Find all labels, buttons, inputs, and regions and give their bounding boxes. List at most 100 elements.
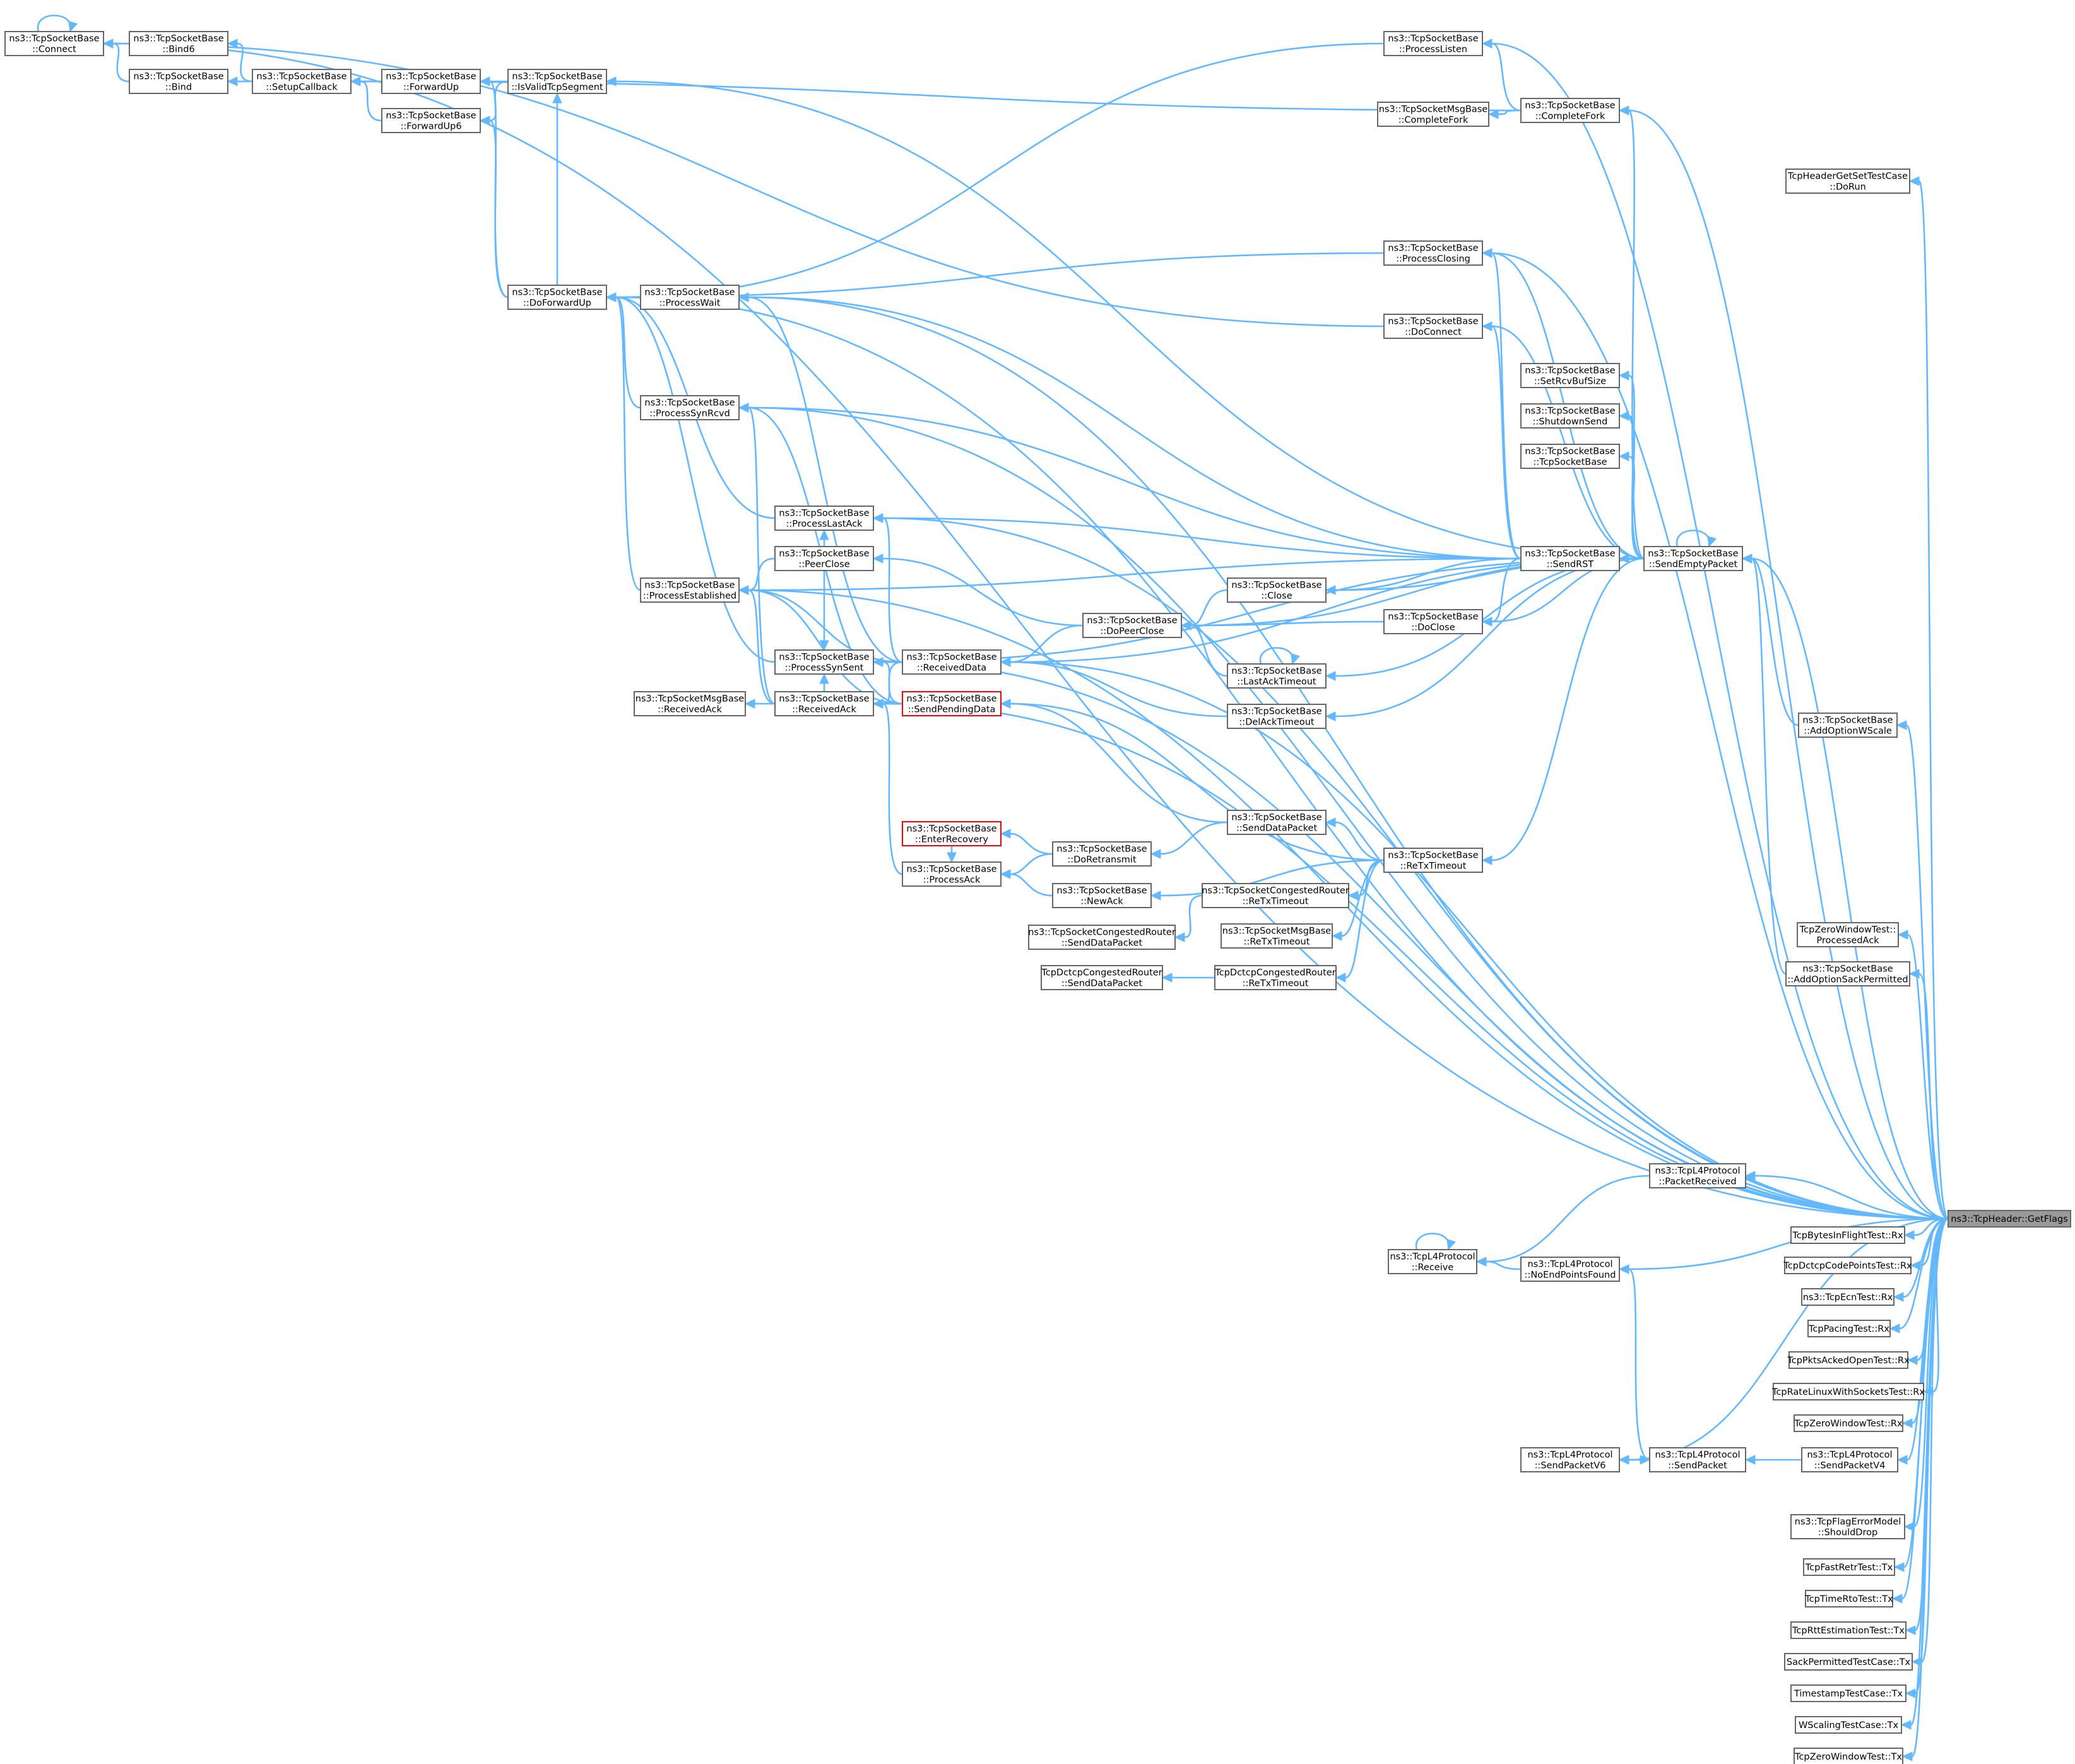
node-do-connect[interactable]: ns3::TcpSocketBase::DoConnect	[1383, 314, 1483, 339]
node-send-empty-packet[interactable]: ns3::TcpSocketBase::SendEmptyPacket	[1643, 546, 1743, 571]
node-new-ack[interactable]: ns3::TcpSocketBase::NewAck	[1052, 883, 1152, 908]
node-is-valid-tcp-segment[interactable]: ns3::TcpSocketBase::IsValidTcpSegment	[507, 69, 607, 94]
edge-retx_timeout-to-send_pending_data-arrowhead	[1000, 699, 1011, 709]
node-retx-timeout[interactable]: ns3::TcpSocketBase::ReTxTimeout	[1383, 848, 1483, 873]
node-set-rcv-buf-size[interactable]: ns3::TcpSocketBase::SetRcvBufSize	[1520, 363, 1620, 388]
node-box	[1214, 965, 1337, 990]
node-do-close[interactable]: ns3::TcpSocketBase::DoClose	[1383, 609, 1483, 634]
node-label: ns3::TcpL4Protocol	[1527, 1260, 1612, 1270]
node-box	[507, 69, 607, 94]
node-bind6[interactable]: ns3::TcpSocketBase::Bind6	[129, 31, 228, 56]
node-peer-close[interactable]: ns3::TcpSocketBase::PeerClose	[774, 546, 874, 571]
node-send-packet[interactable]: ns3::TcpL4Protocol::SendPacket	[1649, 1447, 1746, 1472]
node-label: ns3::TcpSocketBase	[512, 288, 602, 298]
node-process-listen[interactable]: ns3::TcpSocketBase::ProcessListen	[1383, 31, 1483, 56]
node-dctcp-router-send-data-packet[interactable]: TcpDctcpCongestedRouter::SendDataPacket	[1041, 965, 1163, 990]
node-bytes-in-flight-rx[interactable]: TcpBytesInFlightTest::Rx	[1790, 1226, 1905, 1244]
node-fast-retr-tx[interactable]: TcpFastRetrTest::Tx	[1803, 1558, 1895, 1576]
node-shutdown-send[interactable]: ns3::TcpSocketBase::ShutdownSend	[1520, 403, 1620, 429]
node-get-flags[interactable]: ns3::TcpHeader::GetFlags	[1948, 1210, 2071, 1228]
node-dctcp-code-points-rx[interactable]: TcpDctcpCodePointsTest::Rx	[1783, 1257, 1912, 1274]
node-del-ack-timeout[interactable]: ns3::TcpSocketBase::DelAckTimeout	[1227, 704, 1327, 729]
edge-send_pending_data-to-process_syn_sent	[882, 661, 903, 705]
edge-setup_callback-to-bind6-arrowhead	[227, 38, 238, 49]
node-process-established[interactable]: ns3::TcpSocketBase::ProcessEstablished	[640, 577, 740, 603]
node-label: ::SetupCallback	[266, 83, 338, 93]
edge-get_flags-to-pacing_test_rx-arrowhead	[1889, 1323, 1900, 1334]
node-dctcp-router-retx-timeout[interactable]: TcpDctcpCongestedRouter::ReTxTimeout	[1214, 965, 1337, 990]
node-zero-window-processed-ack[interactable]: TcpZeroWindowTest::ProcessedAck	[1797, 922, 1899, 947]
edge-received_ack-to-process_syn_sent-arrowhead	[819, 673, 829, 684]
node-label: ::ReTxTimeout	[1243, 897, 1309, 907]
node-do-peer-close[interactable]: ns3::TcpSocketBase::DoPeerClose	[1082, 613, 1182, 638]
node-box	[1797, 922, 1899, 947]
edge-send_empty_packet-to-do_close-arrowhead	[1481, 617, 1493, 627]
node-zero-window-rx[interactable]: TcpZeroWindowTest::Rx	[1794, 1414, 1903, 1432]
node-sack-permitted-tx[interactable]: SackPermittedTestCase::Tx	[1784, 1653, 1913, 1671]
node-rate-linux-rx[interactable]: TcpRateLinuxWithSocketsTest::Rx	[1771, 1383, 1925, 1400]
node-process-syn-sent[interactable]: ns3::TcpSocketBase::ProcessSynSent	[774, 649, 874, 675]
edge-send_rst-to-process_established	[748, 557, 1522, 591]
node-process-closing[interactable]: ns3::TcpSocketBase::ProcessClosing	[1383, 240, 1483, 266]
node-label: ::ShutdownSend	[1533, 417, 1608, 427]
node-timestamp-tx[interactable]: TimestampTestCase::Tx	[1790, 1684, 1907, 1702]
node-process-ack[interactable]: ns3::TcpSocketBase::ProcessAck	[902, 861, 1002, 887]
node-close[interactable]: ns3::TcpSocketBase::Close	[1227, 577, 1327, 603]
node-tcp-socket-base[interactable]: ns3::TcpSocketBase::TcpSocketBase	[1520, 444, 1620, 469]
node-last-ack-timeout[interactable]: ns3::TcpSocketBase::LastAckTimeout	[1227, 663, 1327, 689]
node-received-data[interactable]: ns3::TcpSocketBase::ReceivedData	[902, 649, 1002, 675]
node-box	[1388, 1249, 1477, 1274]
node-setup-callback[interactable]: ns3::TcpSocketBase::SetupCallback	[252, 69, 352, 94]
node-label: ns3::TcpSocketBase	[512, 72, 602, 82]
node-send-packet-v4[interactable]: ns3::TcpL4Protocol::SendPacketV4	[1801, 1447, 1898, 1472]
edge-get_flags-to-process_syn_rcvd	[748, 406, 1949, 1220]
node-box	[1794, 1414, 1903, 1432]
node-process-syn-rcvd[interactable]: ns3::TcpSocketBase::ProcessSynRcvd	[640, 395, 740, 420]
node-box	[1377, 102, 1489, 127]
node-msgbase-retx-timeout[interactable]: ns3::TcpSocketMsgBase::ReTxTimeout	[1221, 923, 1333, 949]
node-pkts-acked-open-rx[interactable]: TcpPktsAckedOpenTest::Rx	[1787, 1351, 1910, 1369]
node-complete-fork[interactable]: ns3::TcpSocketBase::CompleteFork	[1520, 98, 1620, 123]
node-enter-recovery[interactable]: ns3::TcpSocketBase::EnterRecovery	[902, 821, 1002, 846]
node-do-forward-up[interactable]: ns3::TcpSocketBase::DoForwardUp	[507, 285, 607, 310]
node-label: TcpZeroWindowTest::Tx	[1794, 1752, 1902, 1762]
node-wscaling-tx[interactable]: WScalingTestCase::Tx	[1795, 1716, 1902, 1734]
node-zero-window-tx[interactable]: TcpZeroWindowTest::Tx	[1794, 1748, 1903, 1764]
node-pacing-test-rx[interactable]: TcpPacingTest::Rx	[1807, 1320, 1891, 1337]
node-forward-up[interactable]: ns3::TcpSocketBase::ForwardUp	[381, 69, 481, 94]
node-process-last-ack[interactable]: ns3::TcpSocketBase::ProcessLastAck	[774, 506, 874, 531]
node-packet-received[interactable]: ns3::TcpL4Protocol::PacketReceived	[1649, 1163, 1746, 1188]
node-process-wait[interactable]: ns3::TcpSocketBase::ProcessWait	[640, 285, 740, 310]
node-do-retransmit[interactable]: ns3::TcpSocketBase::DoRetransmit	[1052, 841, 1152, 867]
edge-get_flags-to-send_empty_packet-arrowhead	[1741, 553, 1753, 564]
node-forward-up6[interactable]: ns3::TcpSocketBase::ForwardUp6	[381, 108, 481, 133]
node-congested-router-retx-timeout[interactable]: ns3::TcpSocketCongestedRouter::ReTxTimeo…	[1202, 883, 1349, 908]
node-send-data-packet[interactable]: ns3::TcpSocketBase::SendDataPacket	[1227, 810, 1327, 835]
node-no-end-points-found[interactable]: ns3::TcpL4Protocol::NoEndPointsFound	[1520, 1257, 1620, 1282]
node-connect[interactable]: ns3::TcpSocketBase::Connect	[4, 31, 104, 56]
edge-get_flags-to-complete_fork	[1628, 109, 1949, 1220]
node-send-pending-data[interactable]: ns3::TcpSocketBase::SendPendingData	[902, 691, 1002, 716]
node-msgbase-complete-fork[interactable]: ns3::TcpSocketMsgBase::CompleteFork	[1377, 102, 1489, 127]
node-msgbase-received-ack[interactable]: ns3::TcpSocketMsgBase::ReceivedAck	[634, 691, 746, 716]
node-label: ns3::TcpSocketBase	[779, 653, 869, 663]
node-add-option-sack-permitted[interactable]: ns3::TcpSocketBase::AddOptionSackPermitt…	[1785, 961, 1910, 986]
node-label: ::CompleteFork	[1398, 115, 1469, 126]
node-send-rst[interactable]: ns3::TcpSocketBase::SendRST	[1520, 546, 1620, 571]
node-label: TcpRateLinuxWithSocketsTest::Rx	[1771, 1387, 1925, 1397]
node-l4-receive[interactable]: ns3::TcpL4Protocol::Receive	[1388, 1249, 1477, 1274]
edge-get_flags-to-header_get_set_test_do_run-arrowhead	[1908, 176, 1920, 186]
node-label: ns3::TcpSocketBase	[906, 865, 996, 875]
node-flag-error-model-should-drop[interactable]: ns3::TcpFlagErrorModel::ShouldDrop	[1790, 1514, 1905, 1539]
node-ecn-test-rx[interactable]: ns3::TcpEcnTest::Rx	[1801, 1288, 1895, 1306]
node-label: ns3::TcpSocketBase	[386, 72, 476, 82]
edge-retx_timeout-to-new_ack	[1160, 859, 1385, 897]
node-congested-router-send-data-packet[interactable]: ns3::TcpSocketCongestedRouter::SendDataP…	[1028, 925, 1176, 950]
node-add-option-wscale[interactable]: ns3::TcpSocketBase::AddOptionWScale	[1798, 713, 1898, 738]
node-header-get-set-test-do-run[interactable]: TcpHeaderGetSetTestCase::DoRun	[1785, 169, 1910, 194]
node-rtt-estimation-tx[interactable]: TcpRttEstimationTest::Tx	[1790, 1621, 1907, 1639]
node-time-rto-tx[interactable]: TcpTimeRtoTest::Tx	[1804, 1590, 1893, 1607]
node-bind[interactable]: ns3::TcpSocketBase::Bind	[129, 69, 228, 94]
node-received-ack[interactable]: ns3::TcpSocketBase::ReceivedAck	[774, 691, 874, 716]
node-send-packet-v6[interactable]: ns3::TcpL4Protocol::SendPacketV6	[1520, 1447, 1620, 1472]
